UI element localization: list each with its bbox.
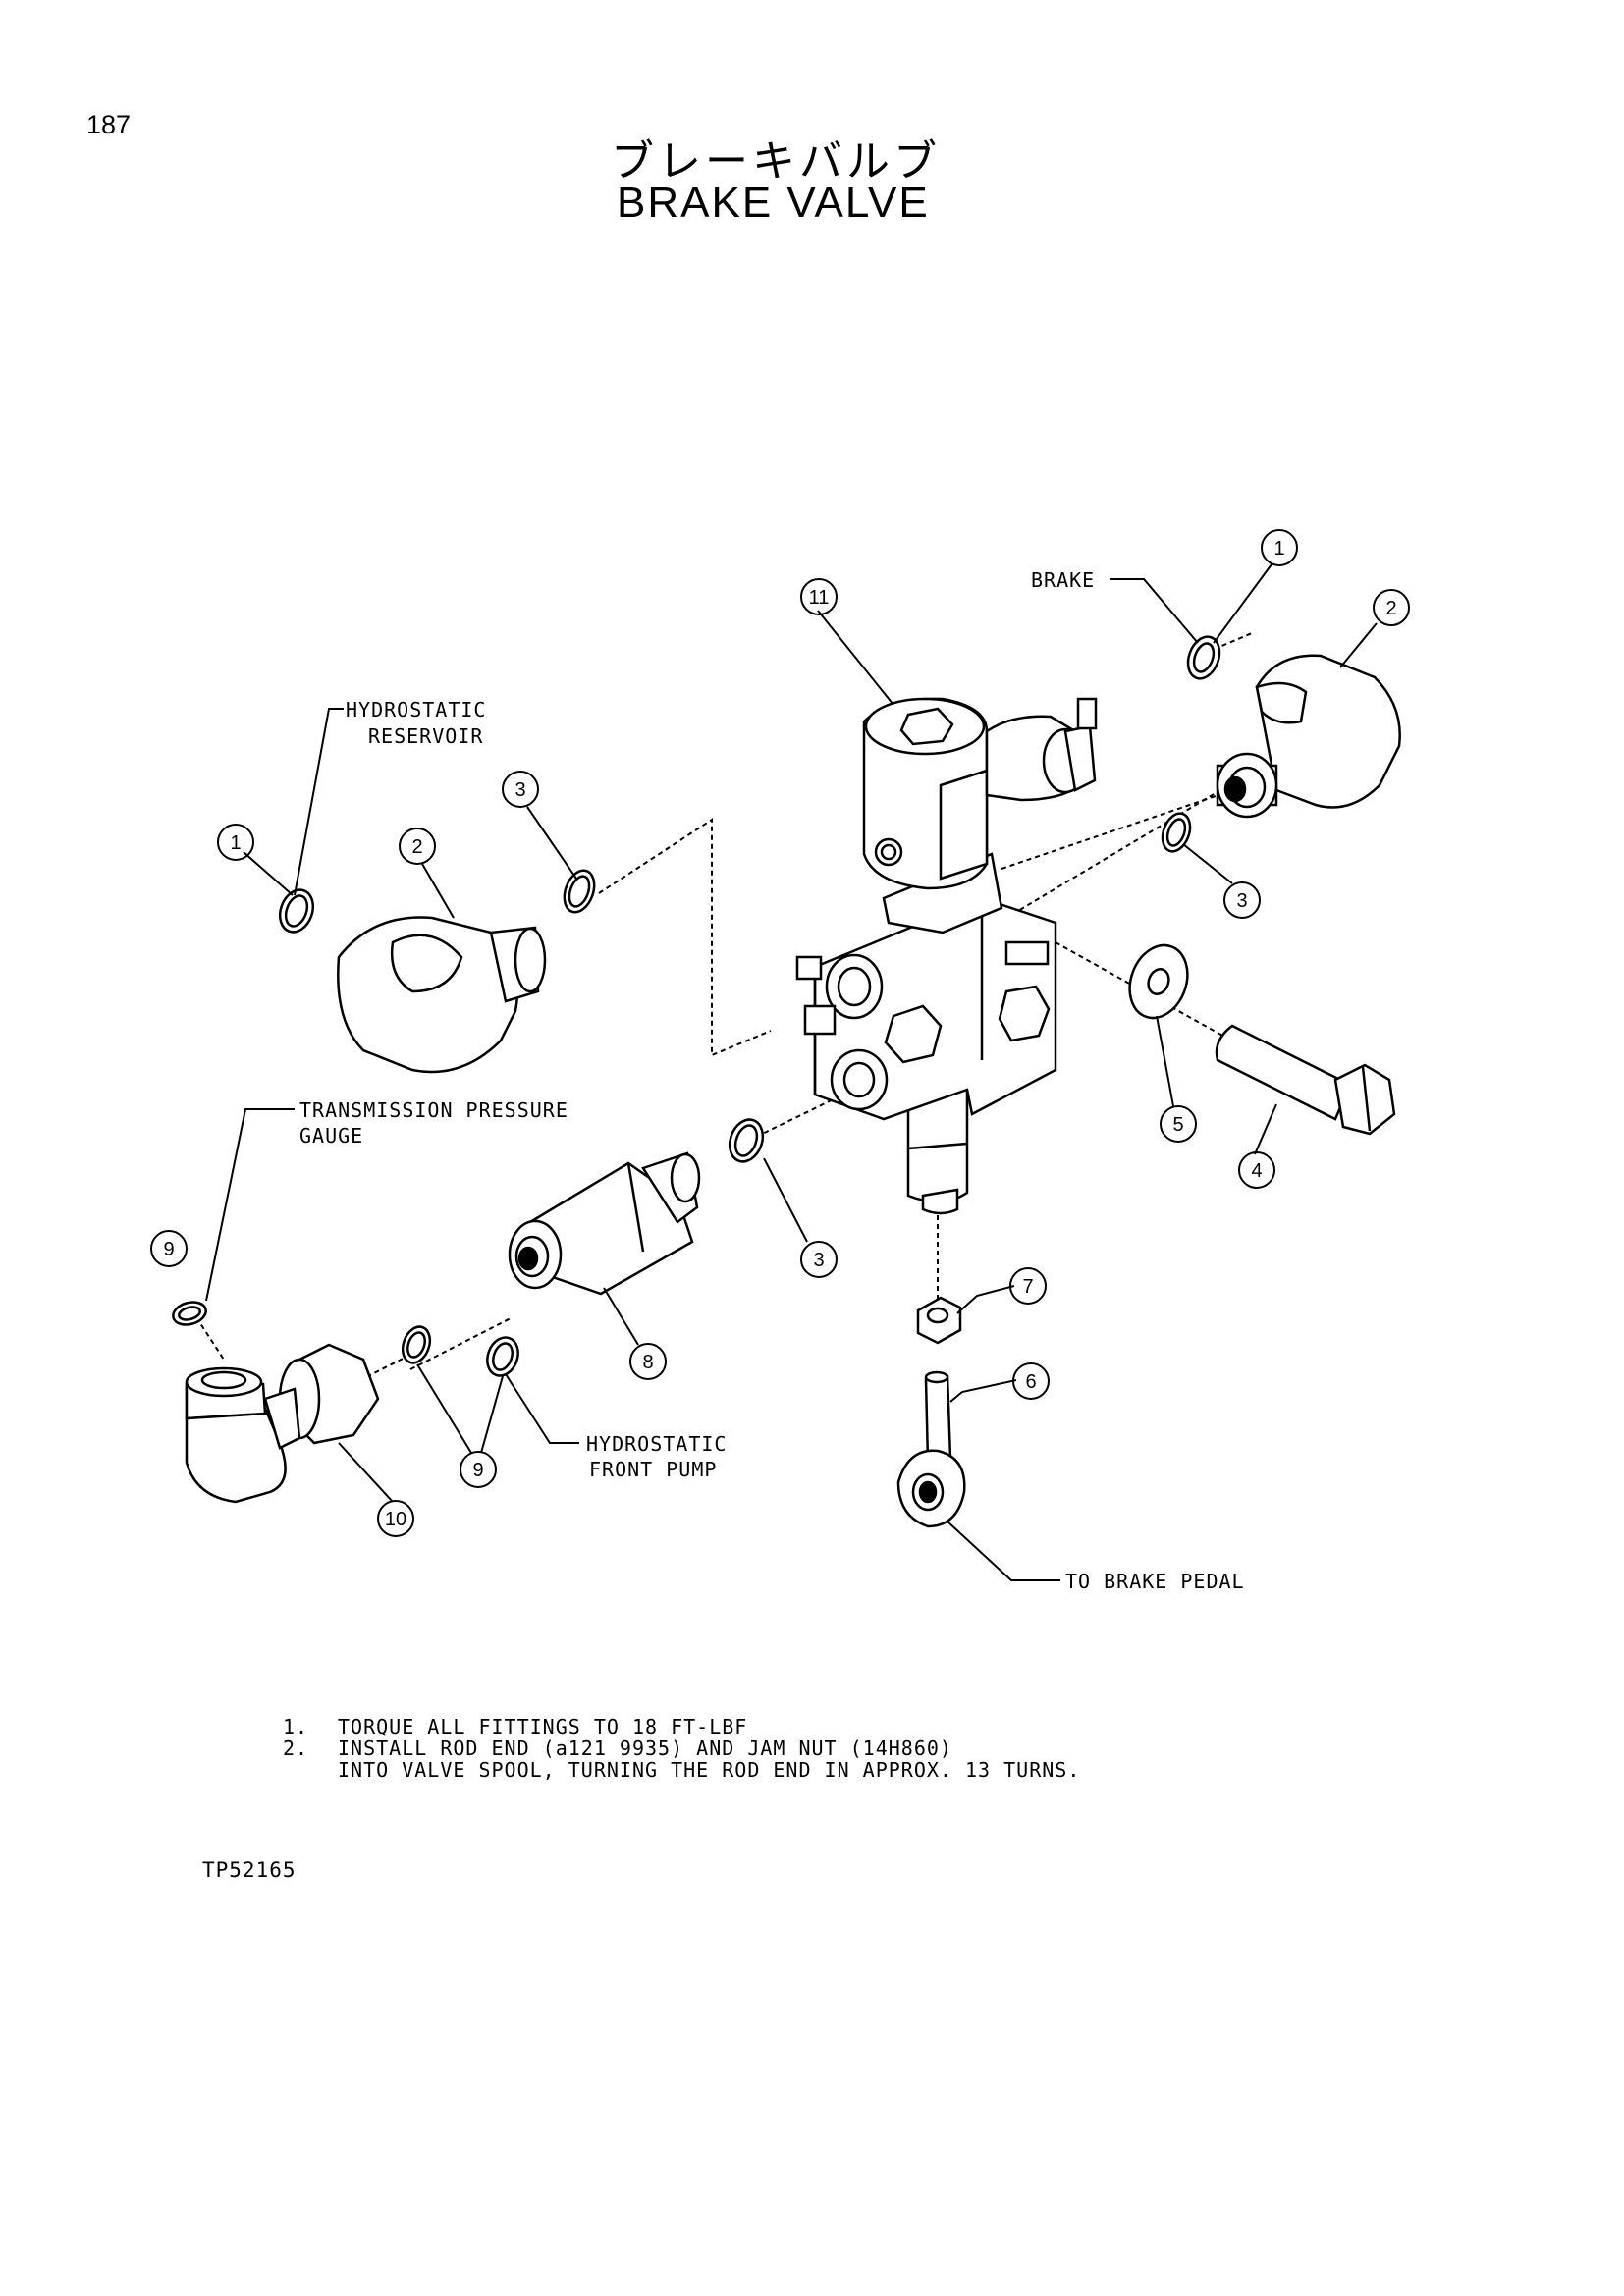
- svg-text:5: 5: [1172, 1114, 1183, 1136]
- o-ring-left-1: [278, 888, 315, 934]
- assembly-notes: 1. TORQUE ALL FITTINGS TO 18 FT-LBF 2. I…: [283, 1716, 1080, 1781]
- title-japanese: ブレーキバルブ: [611, 136, 941, 187]
- callout-5: 5: [1160, 1105, 1197, 1143]
- drawing-id: TP52165: [202, 1858, 297, 1882]
- callout-3-left: 3: [502, 771, 539, 808]
- callout-1-left: 1: [217, 824, 254, 861]
- label-hydrostatic-front-pump: HYDROSTATIC: [586, 1432, 727, 1456]
- svg-text:1: 1: [1273, 538, 1284, 560]
- hex-bolt: [1215, 1024, 1396, 1136]
- label-hydrostatic-reservoir: HYDROSTATIC: [346, 698, 486, 721]
- callout-8: 8: [629, 1343, 667, 1380]
- svg-text:7: 7: [1022, 1276, 1033, 1298]
- title-english: BRAKE VALVE: [617, 179, 930, 227]
- washer: [1128, 943, 1189, 1020]
- callout-4: 4: [1238, 1151, 1275, 1189]
- callout-3-bottom: 3: [800, 1241, 838, 1278]
- callout-11: 11: [800, 578, 838, 615]
- elbow-fitting-top: [1216, 654, 1401, 819]
- svg-text:10: 10: [385, 1509, 406, 1530]
- jam-nut: [916, 1296, 962, 1345]
- note-2-number: 2.: [283, 1736, 309, 1760]
- callout-2-left: 2: [399, 828, 436, 865]
- note-1-number: 1.: [283, 1715, 309, 1738]
- page-number: 187: [86, 110, 132, 139]
- o-ring-right: [1161, 812, 1192, 853]
- callout-3-right: 3: [1223, 881, 1261, 919]
- leader-lines: [205, 563, 1378, 1581]
- svg-text:1: 1: [230, 832, 241, 854]
- o-ring-top: [1186, 635, 1221, 680]
- callout-7: 7: [1009, 1267, 1047, 1305]
- callout-bubbles: 1 2 11 3 3 1 2: [150, 529, 1410, 1537]
- label-hydrostatic-front-pump-line2: FRONT PUMP: [589, 1458, 717, 1481]
- callout-9-top: 9: [150, 1230, 188, 1267]
- callout-6: 6: [1012, 1362, 1050, 1400]
- swivel-elbow: [185, 1343, 380, 1504]
- callout-10: 10: [377, 1500, 414, 1537]
- label-transmission-pressure-gauge-line2: GAUGE: [299, 1124, 363, 1148]
- svg-text:8: 8: [642, 1352, 653, 1373]
- svg-text:6: 6: [1025, 1371, 1036, 1393]
- svg-text:9: 9: [163, 1239, 174, 1260]
- o-ring-left-3: [563, 869, 596, 914]
- elbow-fitting-left: [337, 916, 547, 1074]
- callout-9-bottom: 9: [460, 1451, 497, 1488]
- brake-valve-body: [795, 697, 1098, 1215]
- o-ring-9-a: [172, 1301, 207, 1326]
- note-2-continued: INTO VALVE SPOOL, TURNING THE ROD END IN…: [338, 1758, 1081, 1782]
- callout-1-top: 1: [1261, 529, 1298, 566]
- svg-text:9: 9: [472, 1460, 483, 1481]
- svg-text:11: 11: [809, 587, 830, 609]
- svg-text:2: 2: [1385, 598, 1396, 619]
- svg-text:3: 3: [813, 1250, 824, 1271]
- o-ring-9-b: [401, 1325, 432, 1364]
- note-1-text: TORQUE ALL FITTINGS TO 18 FT-LBF: [338, 1715, 748, 1738]
- note-2-text: INSTALL ROD END (a121 9935) AND JAM NUT …: [338, 1736, 952, 1760]
- note-2: 2. INSTALL ROD END (a121 9935) AND JAM N…: [283, 1737, 1080, 1759]
- note-1: 1. TORQUE ALL FITTINGS TO 18 FT-LBF: [283, 1716, 1080, 1737]
- svg-text:3: 3: [1236, 890, 1247, 912]
- label-transmission-pressure-gauge: TRANSMISSION PRESSURE: [299, 1098, 568, 1122]
- label-to-brake-pedal: TO BRAKE PEDAL: [1065, 1570, 1245, 1593]
- svg-text:2: 2: [411, 836, 422, 858]
- annotation-labels: BRAKE HYDROSTATIC RESERVOIR TRANSMISSION…: [299, 568, 1245, 1593]
- label-hydrostatic-reservoir-line2: RESERVOIR: [368, 724, 483, 748]
- svg-text:4: 4: [1251, 1160, 1262, 1182]
- rod-end: [896, 1370, 966, 1528]
- label-brake: BRAKE: [1031, 568, 1095, 592]
- svg-text:3: 3: [514, 779, 525, 801]
- straight-adapter: [508, 1151, 701, 1296]
- o-ring-9-c: [486, 1336, 519, 1377]
- callout-2-top: 2: [1373, 589, 1410, 626]
- o-ring-bottom: [728, 1118, 765, 1163]
